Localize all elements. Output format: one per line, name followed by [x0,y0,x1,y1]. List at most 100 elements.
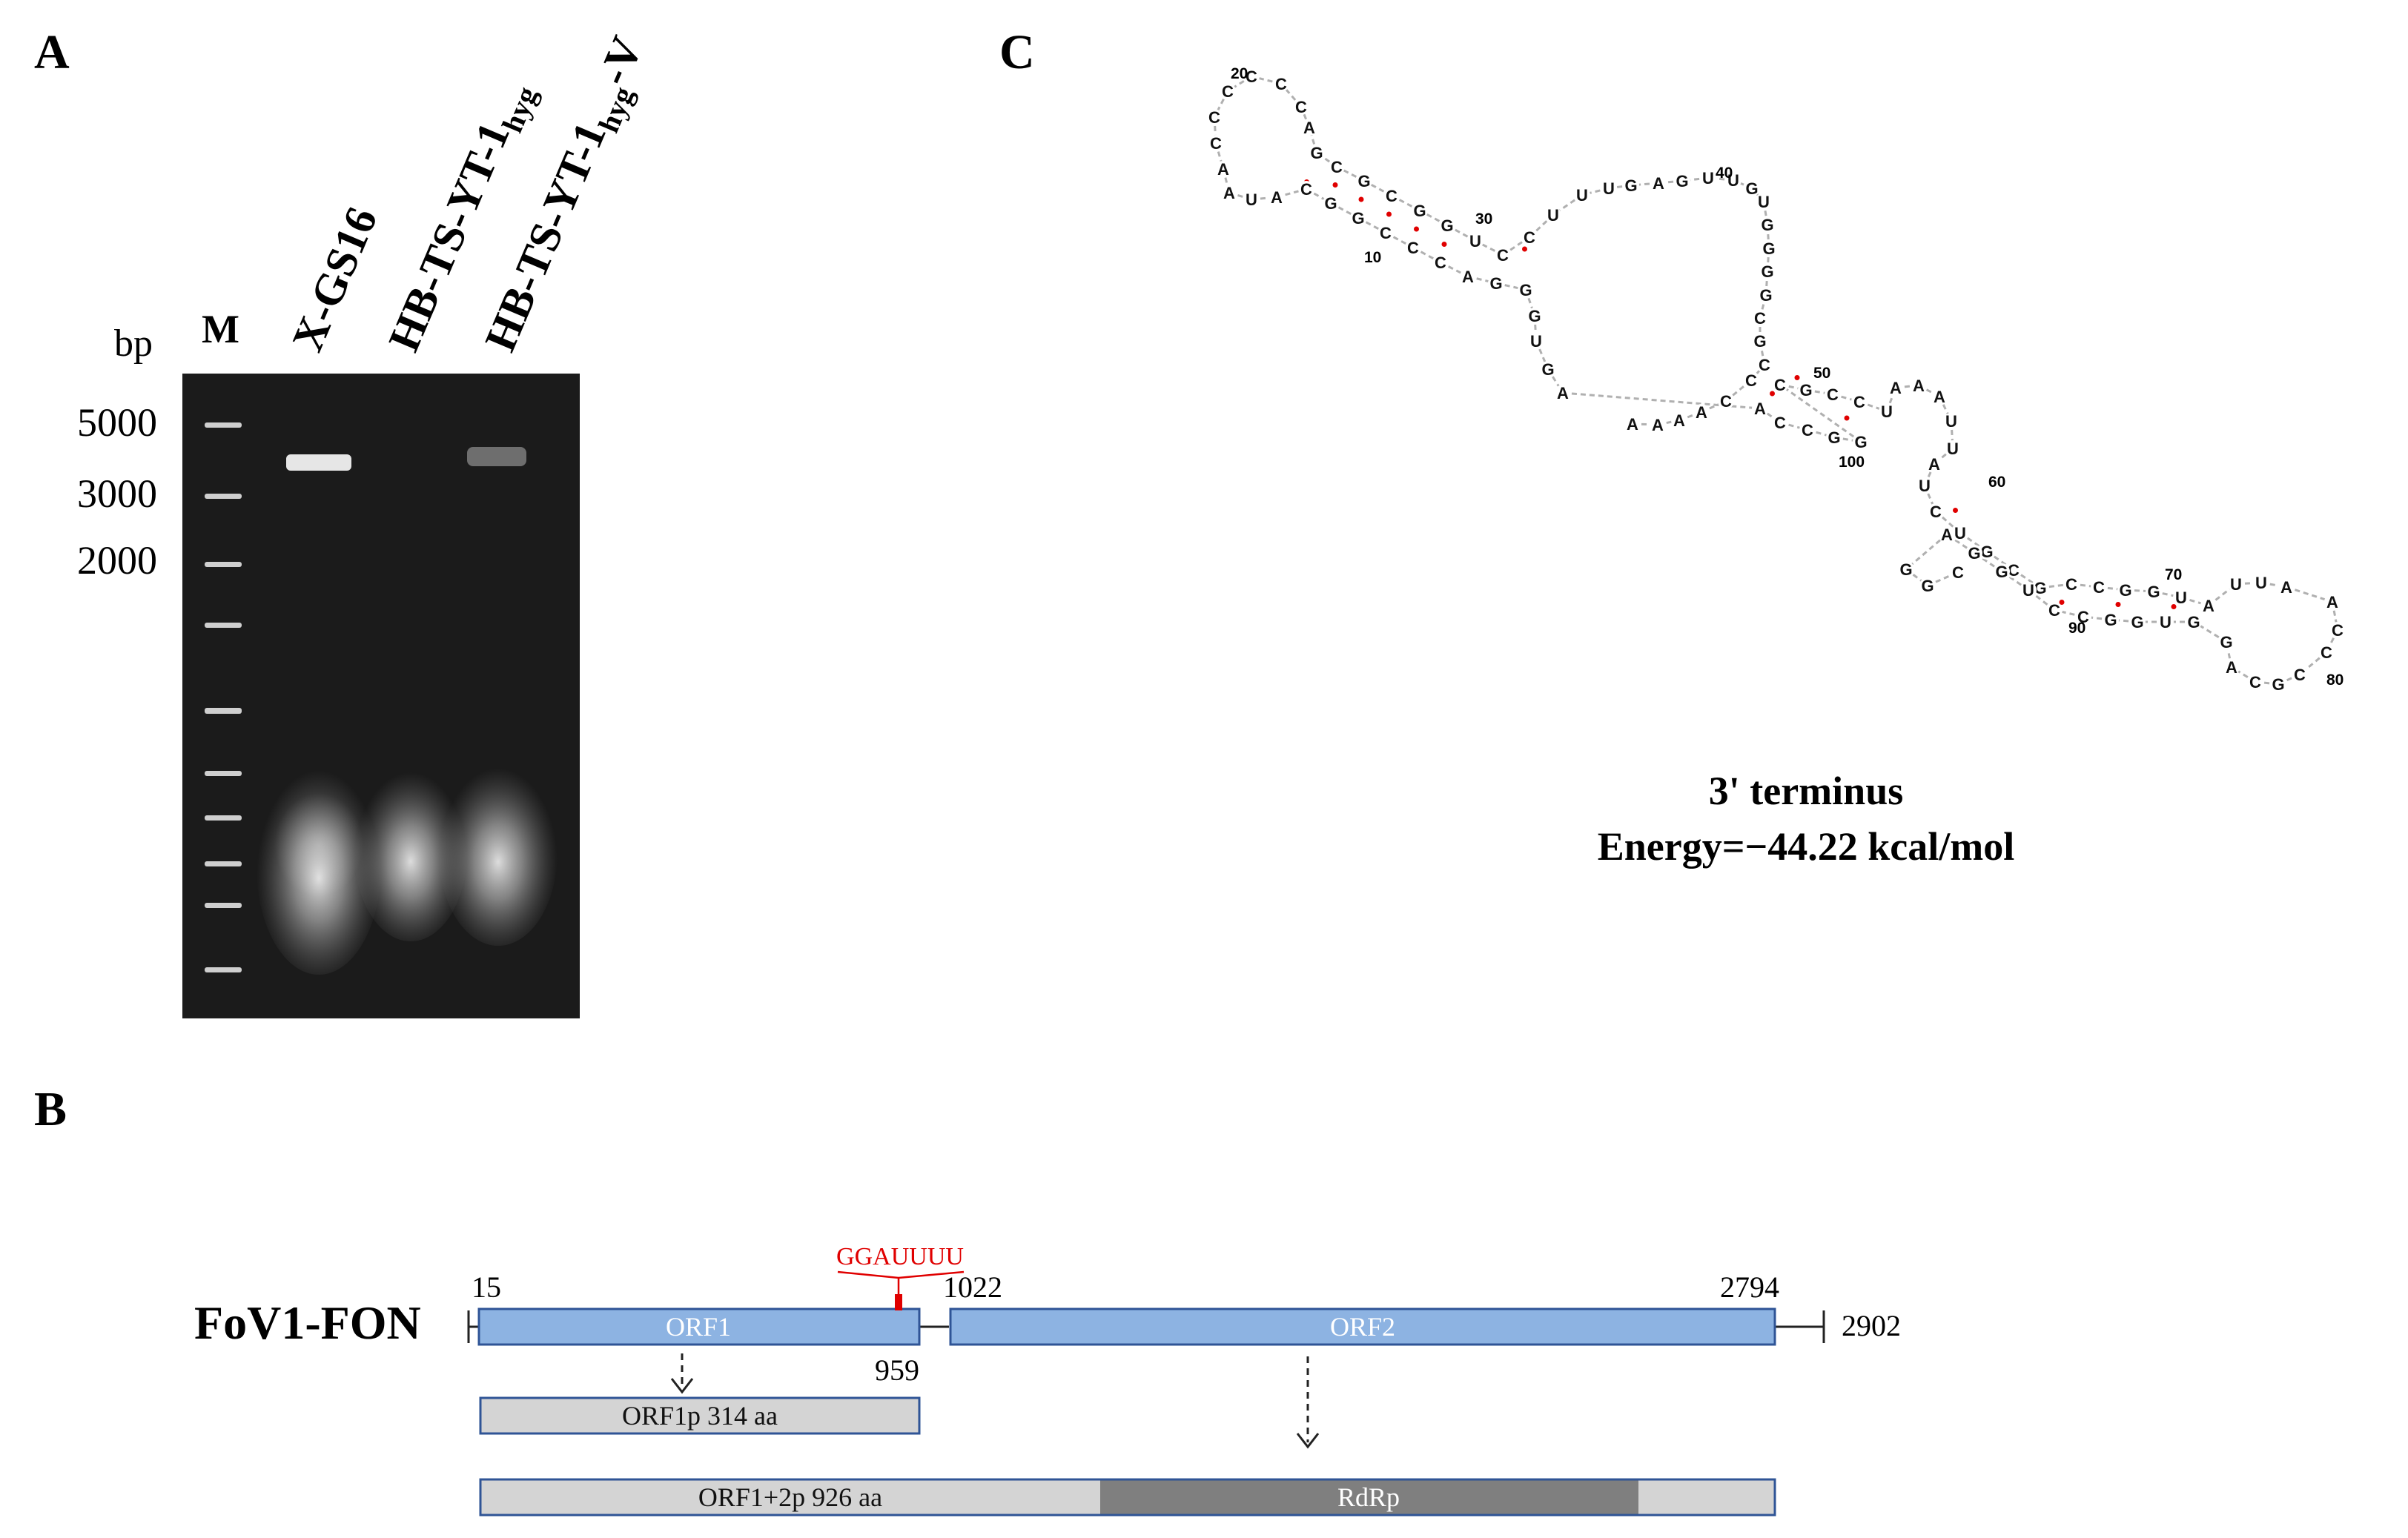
rna-base-background [1674,173,1690,189]
rna-base: U [1758,193,1770,211]
rna-base-background [1293,99,1309,115]
rdrp-domain [1100,1479,1638,1515]
rna-base-background [2218,634,2235,650]
gel-lane-label-marker: M [202,307,239,351]
rna-backbone-segment [2193,620,2227,643]
rna-base: C [1720,392,1732,411]
ladder-band [205,494,242,499]
rna-base: G [2104,611,2117,629]
orf1-box [477,1307,921,1346]
rna-base-background [1329,159,1345,175]
motif-callout-left [837,1270,899,1279]
ladder-band [205,815,242,821]
rna-base-background [1926,456,1942,472]
rna-base-background [1540,361,1556,377]
rna-base-background [1528,333,1544,349]
rna-base: A [2326,593,2338,611]
rna-base: C [2093,578,2105,597]
orf2-box [949,1307,1776,1346]
panel-label-b: B [34,1082,67,1136]
rna-base-pair-bond [1414,226,1419,232]
rna-base-pair-bond [1358,196,1364,202]
rna-base-background [2063,576,2080,592]
rna-base: C [1222,82,1234,101]
rna-base: A [2226,658,2237,677]
rna-base-background [1756,193,1772,210]
rna-base: G [2272,675,2284,694]
size-label-5000: 5000 [77,400,157,445]
position-label-20: 20 [1231,65,1248,82]
rna-base-background [1744,180,1760,196]
rna-base-background [1405,239,1421,256]
rna-base: U [2230,575,2242,594]
rna-base-background [1439,217,1455,233]
rna-base: G [1828,428,1840,447]
smear-core [274,793,363,897]
rna-base: G [2034,579,2046,597]
panel-label-c: C [999,25,1035,79]
rna-base-background [1928,503,1944,520]
rna-base-background [1888,379,1904,396]
rna-base-pair-bond [1794,375,1800,380]
rna-base: A [1653,174,1664,193]
rna-base-background [1756,357,1773,373]
gel-lane-label-3: HB-TS-YT-1hyg-V [475,30,658,361]
motif-marker [837,1270,965,1310]
rna-base: C [2077,608,2089,626]
rna-base: U [1702,169,1714,188]
rna-base-background [1759,216,1776,233]
rna-base-background [1268,189,1285,205]
rna-base: G [1968,544,1980,563]
rna-base: A [1217,160,1229,179]
rna-base-background [2247,674,2263,690]
rna-base: C [1745,371,1757,390]
rna-base-background [1994,563,2010,580]
structure-caption-energy: Energy=−44.22 kcal/mol [1598,824,2015,869]
rna-base-background [1460,268,1476,285]
orf1-label: ORF1 [666,1312,731,1342]
rna-base: A [1928,455,1940,474]
rna-base: G [1980,543,1993,561]
rna-base: G [1528,307,1541,325]
rna-base-background [2186,614,2202,630]
rna-base: C [1435,253,1446,272]
rna-base-background [2253,574,2269,591]
rna-base-background [1693,404,1710,420]
genome-name: FoV1-FON [194,1296,421,1349]
rna-base-background [1432,254,1449,271]
rna-base-background [1718,393,1734,409]
gel-panel [182,374,580,1018]
rna-base: G [1759,286,1772,305]
rna-base-background [1323,195,1339,211]
rna-base: C [1802,421,1813,440]
position-label-70: 70 [2165,566,2182,583]
rna-base: A [1673,411,1685,430]
rna-base: A [1271,188,1283,207]
rna-base-background [1853,434,1869,450]
rna-base: C [1759,356,1770,374]
rna-base-background [2292,666,2308,683]
rna-base: A [1934,388,1945,406]
rna-base: G [1357,172,1370,190]
rna-base-background [1215,161,1231,177]
rna-base: C [1208,108,1220,127]
rna-base-background [1952,525,1968,541]
rna-base: U [1919,477,1931,495]
translation-arrow-orf1 [670,1353,694,1394]
rna-base-background [1898,561,1914,577]
position-label-10: 10 [1364,249,1381,266]
rna-base: G [1745,179,1758,198]
rna-base: C [1930,503,1942,521]
orf2-label: ORF2 [1330,1312,1395,1342]
rna-base-background [2117,582,2134,598]
rna-base: U [2160,613,2172,632]
ladder-band [205,623,242,628]
rna-base-background [1671,412,1687,428]
coord-orf1-start: 15 [472,1270,501,1304]
rna-base: C [1275,75,1287,93]
position-label-100: 100 [1839,454,1865,471]
rna-base-background [1574,187,1590,203]
rna-base-background [1301,119,1317,136]
rna-base-background [1700,170,1716,186]
size-label-2000: 2000 [77,538,157,583]
